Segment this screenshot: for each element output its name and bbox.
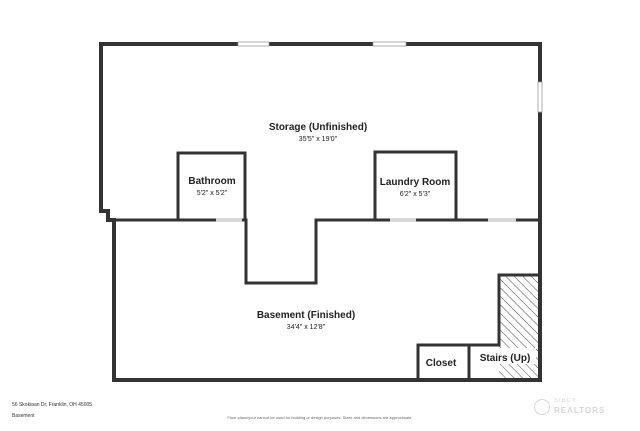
disclaimer-text: Floor plans/your cannot be used for buil… — [227, 415, 413, 420]
basement-name: Basement (Finished) — [257, 310, 355, 321]
bathroom-dims: 5'2" x 5'2" — [197, 190, 228, 197]
windows — [237, 41, 543, 113]
laundry-dims: 6'2" x 5'3" — [400, 191, 431, 198]
window-right — [537, 81, 543, 113]
laundry-name: Laundry Room — [380, 177, 451, 188]
window-top-right — [372, 41, 407, 47]
brand-name-top: SIBCY — [554, 398, 578, 404]
window-top-left — [237, 41, 270, 47]
brand-watermark: SIBCY REALTORS — [532, 397, 632, 419]
storage-name: Storage (Unfinished) — [269, 122, 367, 133]
brand-logo-icon — [534, 399, 550, 415]
floor-label: Basement — [12, 413, 35, 419]
brand-name-bottom: REALTORS — [554, 406, 606, 415]
basement-dims: 34'4" x 12'8" — [287, 324, 326, 331]
storage-dims: 35'5" x 19'0" — [299, 136, 338, 143]
stairs-label-bg — [474, 348, 536, 364]
closet-name: Closet — [426, 358, 457, 369]
door-opening-marks — [216, 218, 516, 222]
stairs-name: Stairs (Up) — [480, 353, 531, 364]
interior-walls — [112, 150, 542, 382]
address-text: 56 Skokiaan Dr, Franklin, OH 45005 — [12, 402, 93, 408]
bathroom-name: Bathroom — [188, 176, 235, 187]
